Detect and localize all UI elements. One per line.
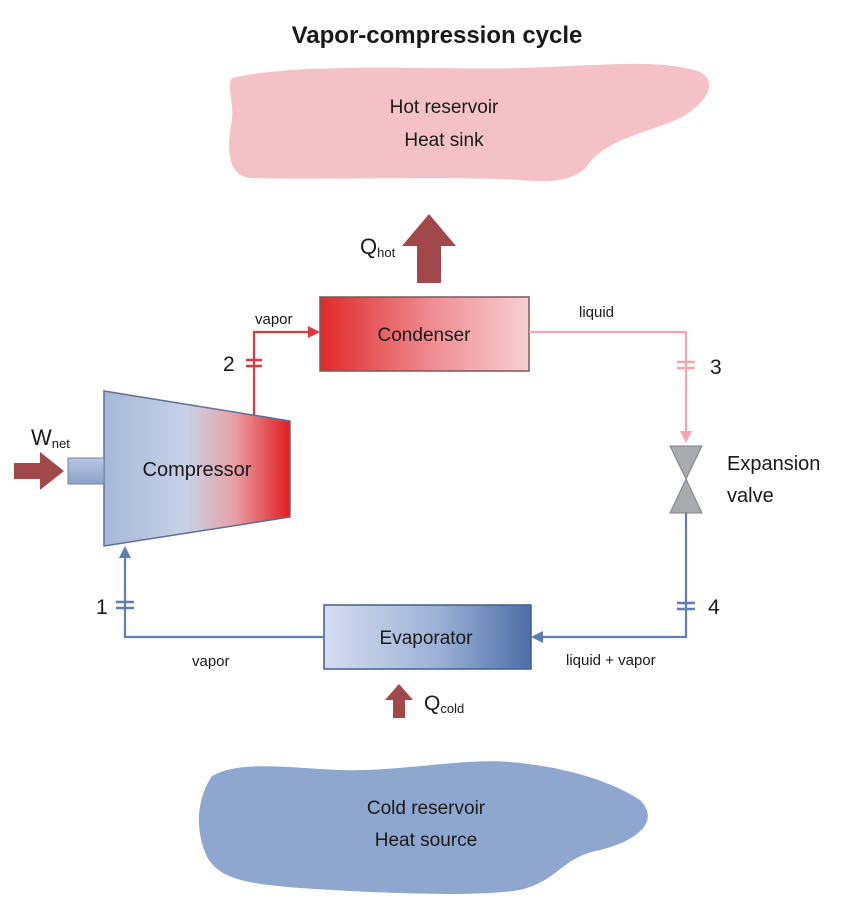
q-hot-symbol: Q (360, 234, 377, 259)
expansion-label: Expansion (727, 453, 820, 475)
q-hot-arrow (402, 214, 456, 283)
vapor-label-bottom: vapor (192, 653, 230, 670)
compressor-label: Compressor (143, 459, 252, 481)
q-cold-symbol: Q (424, 692, 440, 715)
diagram-title: Vapor-compression cycle (292, 22, 583, 49)
line-compressor-to-condenser (252, 330, 310, 418)
liquid-vapor-label: liquid + vapor (566, 652, 656, 669)
arrow-into-evaporator (531, 631, 543, 643)
arrow-into-valve (680, 431, 692, 443)
heat-sink-label: Heat sink (404, 130, 484, 151)
condenser (319, 296, 530, 372)
w-net-symbol: W (31, 425, 52, 450)
q-cold-subscript: cold (440, 701, 464, 716)
cold-reservoir (198, 761, 648, 894)
arrow-into-condenser (308, 326, 320, 338)
q-cold-label: Qcold (424, 692, 464, 716)
q-cold-arrow (385, 684, 413, 718)
hot-reservoir (229, 63, 710, 182)
expansion-valve (669, 445, 703, 514)
w-net-arrow (14, 452, 64, 490)
state-2-label: 2 (223, 353, 235, 376)
compressor (103, 390, 291, 547)
w-net-subscript: net (52, 436, 70, 451)
line-evaporator-to-compressor (123, 558, 324, 639)
compressor-shaft (67, 457, 105, 485)
state-4-label: 4 (708, 596, 720, 619)
hot-reservoir-label: Hot reservoir (390, 97, 499, 118)
arrow-into-compressor (119, 546, 131, 558)
heat-source-label: Heat source (375, 830, 477, 851)
line-valve-to-evaporator (543, 513, 688, 639)
state-1-label: 1 (96, 596, 108, 619)
q-hot-label: Qhot (360, 234, 396, 260)
line-condenser-to-valve (529, 330, 688, 432)
condenser-label: Condenser (378, 325, 472, 346)
w-net-label: Wnet (31, 425, 70, 451)
state-3-label: 3 (710, 356, 722, 379)
valve-label: valve (727, 485, 774, 507)
cold-reservoir-label: Cold reservoir (367, 798, 486, 819)
liquid-label: liquid (579, 304, 614, 321)
vapor-label-top: vapor (255, 311, 293, 328)
q-hot-subscript: hot (377, 245, 395, 260)
evaporator-label: Evaporator (380, 628, 474, 649)
